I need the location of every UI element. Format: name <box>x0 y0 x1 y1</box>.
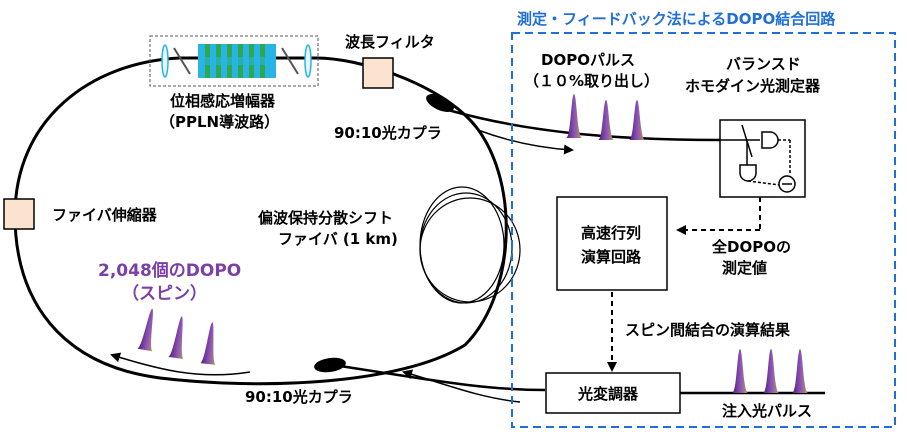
fiber-label-2: ファイバ (1 km) <box>278 230 398 248</box>
tap-fiber <box>447 108 721 142</box>
dopo-count-label-2: （スピン） <box>122 283 207 304</box>
processor-label-2: 演算回路 <box>581 248 642 266</box>
measured-label-1: 全DOPOの <box>711 238 791 256</box>
circulation-arrow <box>110 352 251 376</box>
tap-pulse-1 <box>566 94 582 138</box>
bottom-coupler <box>314 357 346 373</box>
amplifier-label-2: （PPLN導波路） <box>160 113 279 131</box>
detector-label-2: ホモダイン光測定器 <box>685 77 821 95</box>
ring-pulse-2 <box>168 316 184 360</box>
dopo-count-label-1: 2,048個のDOPO <box>98 260 241 281</box>
bottom-coupler-label: 90:10光カプラ <box>245 388 353 406</box>
tap-pulse-2 <box>598 100 614 140</box>
processor-label-1: 高速行列 <box>581 224 641 242</box>
fiber-stretcher-box <box>3 198 35 230</box>
injection-label: 注入光パルス <box>722 402 812 420</box>
wavelength-filter-label: 波長フィルタ <box>345 33 435 51</box>
amplifier-box <box>149 35 319 87</box>
matrix-processor <box>556 196 668 291</box>
feedback-title: 測定・フィードバック法によるDOPO結合回路 <box>517 10 836 28</box>
amplifier-lenses-right <box>281 44 312 78</box>
tap-pulse-3 <box>629 100 645 140</box>
detector-label-1: バランスド <box>726 55 801 73</box>
wavelength-filter-box <box>362 57 394 89</box>
ppln-waveguide <box>198 44 276 78</box>
fiber-spool <box>419 186 521 304</box>
fiber-label-1: 偏波保持分散シフト <box>258 209 393 227</box>
top-coupler-label: 90:10光カプラ <box>334 124 442 142</box>
top-coupler <box>426 94 454 112</box>
optical-modulator <box>545 372 681 414</box>
feedback-region <box>511 32 896 428</box>
amplifier-lenses-left <box>161 44 191 78</box>
measured-label-2: 測定値 <box>722 259 767 277</box>
amplifier-label-1: 位相感応増幅器 <box>170 92 276 110</box>
fiber-stretcher-label: ファイバ伸縮器 <box>52 206 158 224</box>
modulator-label: 光変調器 <box>577 385 639 403</box>
ring-pulse-1 <box>137 308 153 352</box>
injection-pulse-1 <box>732 349 748 393</box>
dopo-pulse-label-1: DOPOパルス <box>541 51 635 69</box>
injection-pulse-2 <box>763 349 779 393</box>
detector-internals <box>720 124 796 193</box>
coupling-result-label: スピン間結合の演算結果 <box>625 321 791 339</box>
dopo-pulse-label-2: （１０%取り出し） <box>524 72 659 90</box>
tap-arrow <box>477 129 574 155</box>
injection-arrow <box>402 369 521 403</box>
ring-pulse-3 <box>200 322 216 365</box>
pulse-group <box>137 94 808 393</box>
injection-fiber <box>339 364 546 392</box>
injection-pulse-3 <box>792 349 808 393</box>
